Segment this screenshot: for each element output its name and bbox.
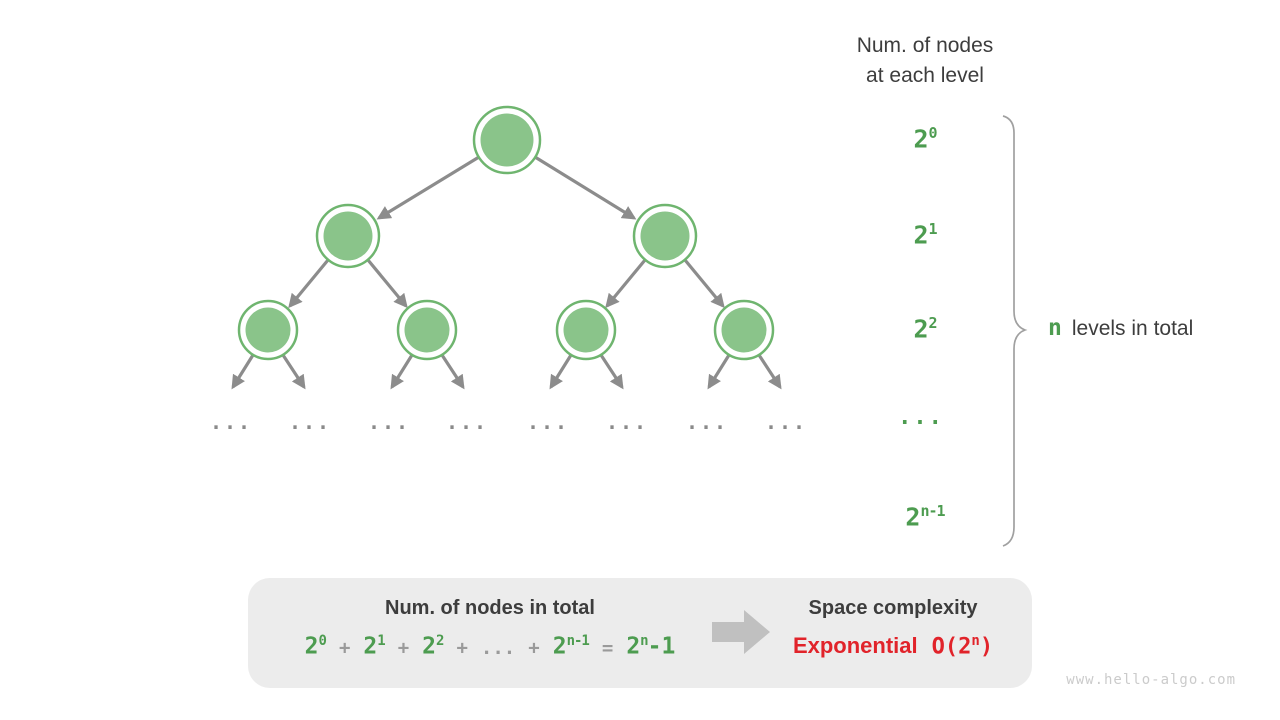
brace-label: n levels in total bbox=[1048, 315, 1193, 341]
watermark: www.hello-algo.com bbox=[1066, 672, 1236, 688]
tree-node bbox=[555, 299, 617, 361]
tree-ellipsis: ... bbox=[764, 410, 808, 434]
formula-term: 20 bbox=[304, 633, 327, 660]
edge-arrow bbox=[288, 258, 330, 309]
level-count-2^1: 21 bbox=[913, 220, 937, 250]
right-column-heading: Num. of nodes at each level bbox=[857, 31, 994, 91]
edge-arrow bbox=[707, 354, 731, 390]
heading-line-2: at each level bbox=[866, 64, 984, 87]
total-nodes-title: Num. of nodes in total bbox=[385, 597, 595, 619]
edge-arrow bbox=[757, 354, 782, 390]
complexity-word: Exponential bbox=[792, 633, 918, 659]
brace-label-text: levels in total bbox=[1071, 317, 1194, 340]
edge-arrow bbox=[366, 258, 408, 309]
tree-ellipsis: ... bbox=[605, 410, 649, 434]
edge-arrow bbox=[231, 354, 255, 390]
tree-ellipsis: ... bbox=[288, 410, 332, 434]
plus-operator: + bbox=[456, 636, 468, 659]
plus-operator: + bbox=[338, 636, 351, 659]
tree-diagram bbox=[231, 105, 1028, 547]
formula-term: 2n-1 bbox=[552, 633, 590, 660]
complexity-result: Exponential O(2n) bbox=[793, 633, 993, 659]
plus-operator: + bbox=[397, 636, 410, 659]
level-count-ellipsis: ... bbox=[898, 405, 944, 430]
tree-node bbox=[713, 299, 775, 361]
brace-label-n: n bbox=[1048, 315, 1062, 341]
edge-arrow bbox=[534, 155, 637, 220]
heading-line-1: Num. of nodes bbox=[856, 34, 994, 57]
tree-ellipsis: ... bbox=[445, 410, 489, 434]
edge-arrow bbox=[683, 258, 725, 309]
tree-node bbox=[237, 299, 299, 361]
complexity-notation: O(2n) bbox=[931, 633, 994, 660]
space-complexity-title: Space complexity bbox=[808, 597, 978, 619]
edge-arrow bbox=[605, 258, 647, 309]
formula-ellipsis: ... bbox=[480, 636, 516, 659]
tree-node bbox=[396, 299, 458, 361]
total-nodes-formula: 20 + 21 + 22 + ... + 2n-1 = 2n-1 bbox=[305, 633, 676, 660]
plus-operator: + bbox=[528, 636, 540, 659]
brace bbox=[1002, 115, 1028, 547]
equals-operator: = bbox=[601, 636, 614, 659]
tree-node bbox=[632, 203, 698, 269]
block-arrow-icon bbox=[712, 610, 770, 654]
edge-arrow bbox=[440, 354, 465, 390]
edge-arrow bbox=[549, 354, 573, 390]
formula-term: 22 bbox=[422, 633, 444, 660]
tree-ellipsis: ... bbox=[367, 410, 411, 434]
edge-arrow bbox=[599, 354, 624, 390]
formula-result: 2n-1 bbox=[626, 633, 676, 660]
tree-node bbox=[315, 203, 381, 269]
tree-nodes bbox=[237, 105, 775, 361]
level-count-2^n-1: 2n-1 bbox=[905, 502, 945, 532]
tree-node bbox=[472, 105, 542, 175]
level-count-2^2: 22 bbox=[913, 314, 937, 344]
tree-ellipsis: ... bbox=[209, 410, 253, 434]
tree-ellipsis: ... bbox=[685, 410, 729, 434]
formula-term: 21 bbox=[363, 633, 385, 660]
tree-ellipsis: ... bbox=[526, 410, 570, 434]
summary-box bbox=[248, 578, 1032, 688]
edge-arrow bbox=[281, 354, 306, 390]
edge-arrow bbox=[390, 354, 414, 390]
level-count-2^0: 20 bbox=[913, 124, 937, 154]
edge-arrow bbox=[376, 155, 480, 220]
tree-edges bbox=[231, 155, 782, 390]
